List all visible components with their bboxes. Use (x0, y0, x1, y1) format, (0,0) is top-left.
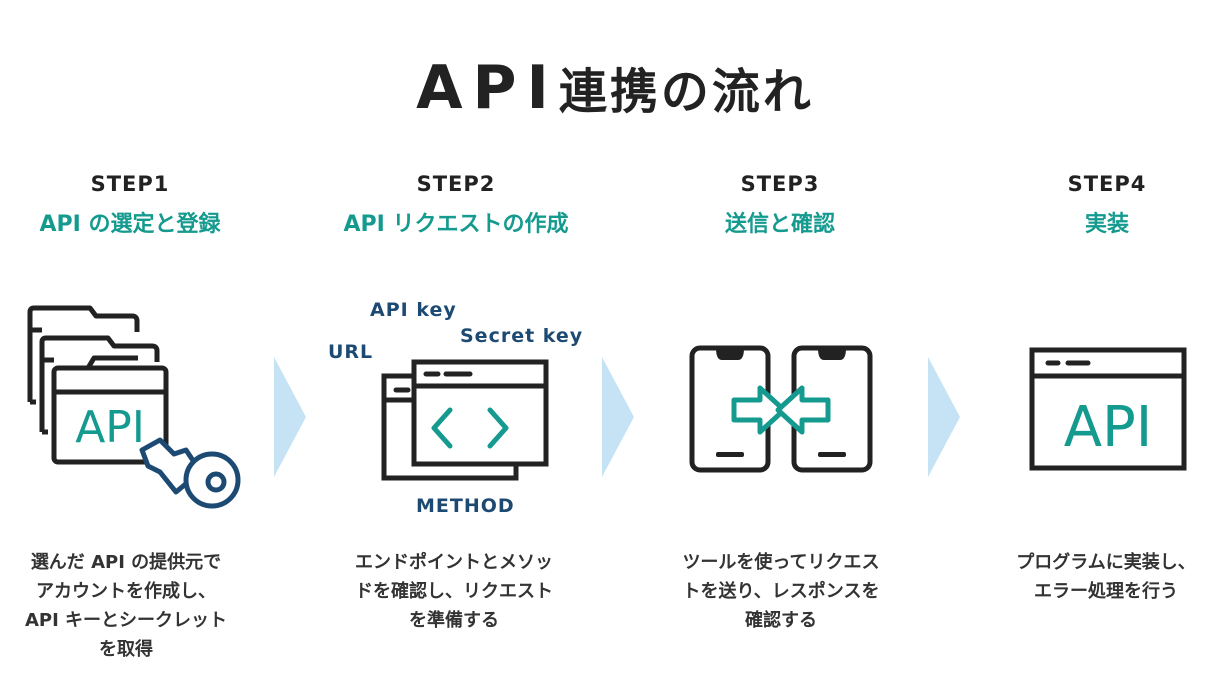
step-3-desc-line: ツールを使ってリクエス (682, 552, 880, 573)
step-4-number: STEP4 (1067, 172, 1147, 196)
step-2-description: エンドポイントとメソッ ドを確認し、リクエスト を準備する (314, 548, 594, 635)
step2-url-label: URL (328, 341, 373, 363)
step-3-header: STEP3 送信と確認 (630, 172, 930, 238)
step-1-number: STEP1 (90, 172, 170, 196)
step-2-desc-line: エンドポイントとメソッ (355, 552, 553, 573)
step-2-name: API リクエストの作成 (343, 212, 569, 237)
code-windows-icon: API key Secret key URL METHOD (328, 299, 583, 517)
step-1-desc-line: API キーとシークレット (24, 610, 228, 631)
step-3-description: ツールを使ってリクエス トを送り、レスポンスを 確認する (641, 548, 921, 635)
title-rest: 連携の流れ (558, 64, 814, 120)
title-api: API (416, 53, 559, 123)
step2-secret-key-label: Secret key (460, 325, 583, 347)
step-1-name: API の選定と登録 (39, 212, 221, 237)
step-arrow-icon (928, 357, 960, 477)
step-arrow-icon (602, 357, 634, 477)
step-1-desc-line: 選んだ API の提供元で (30, 552, 222, 573)
step1-api-label: API (75, 402, 145, 453)
api-browser-window-icon: API (1029, 347, 1187, 471)
step-arrow-icon (274, 357, 306, 477)
step-2-desc-line: ドを確認し、リクエスト (355, 581, 553, 602)
step-1-description: 選んだ API の提供元で アカウントを作成し、 API キーとシークレット を… (0, 548, 266, 664)
step4-api-label: API (1064, 395, 1153, 460)
step-4-name: 実装 (1084, 212, 1129, 237)
step-4-description: プログラムに実装し、 エラー処理を行う (966, 548, 1230, 606)
step-1-desc-line: を取得 (99, 639, 153, 660)
step-3-number: STEP3 (740, 172, 820, 196)
step-1-header: STEP1 API の選定と登録 (0, 172, 280, 238)
step-1-desc-line: アカウントを作成し、 (36, 581, 216, 602)
step-4-header: STEP4 実装 (957, 172, 1230, 238)
step-4-desc-line: エラー処理を行う (1034, 581, 1178, 602)
step-3-desc-line: トを送り、レスポンスを (682, 581, 880, 602)
step-2-number: STEP2 (416, 172, 496, 196)
step2-method-label: METHOD (416, 495, 515, 517)
step2-api-key-label: API key (370, 299, 457, 321)
step-3-desc-line: 確認する (745, 610, 817, 631)
step-4-desc-line: プログラムに実装し、 (1016, 552, 1196, 573)
step-3-name: 送信と確認 (724, 212, 835, 237)
step-2-desc-line: を準備する (409, 610, 499, 631)
step-2-header: STEP2 API リクエストの作成 (306, 172, 606, 238)
diagram-title: API連携の流れ (0, 52, 1230, 123)
phones-exchange-icon (689, 345, 873, 473)
api-key-windows-icon: API (27, 305, 241, 509)
